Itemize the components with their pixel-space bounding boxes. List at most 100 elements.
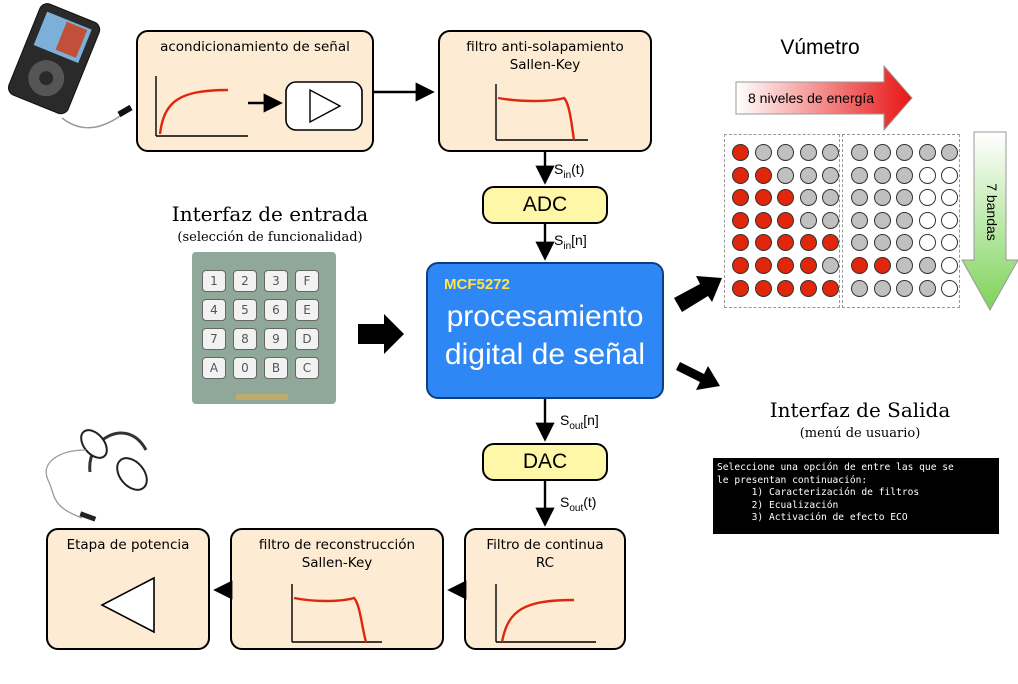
vumeter-led — [851, 166, 868, 184]
vumeter-led — [799, 166, 817, 184]
vumeter-led — [941, 211, 959, 229]
vumeter-led — [732, 279, 749, 297]
output-interface-subtitle: (menú de usuario) — [799, 426, 921, 441]
vumeter-led — [918, 189, 936, 207]
vumeter-led — [918, 144, 936, 161]
vumeter-led — [754, 189, 772, 207]
vumeter-grid — [724, 134, 960, 308]
keypad-key-F[interactable]: F — [295, 270, 319, 292]
reconstruction-response-graph — [291, 584, 382, 643]
vumeter-led — [732, 257, 749, 274]
vumeter-led — [754, 144, 772, 161]
filtro-rec-label-2: Sallen-Key — [301, 555, 373, 571]
signal-sin-n: Sin[n] — [554, 232, 587, 252]
keypad-key-7[interactable]: 7 — [202, 328, 226, 350]
keypad-key-B[interactable]: B — [264, 357, 288, 379]
user-menu-terminal: Seleccione una opción de entre las que s… — [713, 458, 999, 534]
acondicionamiento-block: acondicionamiento de señal — [136, 30, 374, 152]
vumeter-led — [941, 189, 959, 207]
signal-sin-t: Sin(t) — [554, 161, 585, 181]
vumeter-led — [822, 144, 840, 161]
signal-sout-n: Sout[n] — [560, 412, 599, 432]
vumeter-led — [799, 234, 817, 252]
vumeter-led — [732, 189, 749, 207]
ipod-icon — [7, 3, 133, 129]
vumeter-led — [754, 211, 772, 229]
filtro-reconstruccion-block: filtro de reconstrucción Sallen-Key — [230, 528, 444, 650]
vumeter-led — [777, 189, 795, 207]
vumeter-led — [873, 234, 891, 252]
vumeter-led — [918, 166, 936, 184]
keypad-key-8[interactable]: 8 — [233, 328, 257, 350]
vumeter-led — [777, 211, 795, 229]
chip-name: MCF5272 — [444, 276, 510, 293]
vumeter-led — [777, 234, 795, 252]
keypad-key-C[interactable]: C — [295, 357, 319, 379]
vumeter-led — [851, 189, 868, 207]
vumeter-led — [754, 257, 772, 274]
vumeter-led — [873, 144, 891, 161]
lowpass-response-graph — [495, 84, 588, 141]
keypad-key-A[interactable]: A — [202, 357, 226, 379]
vumeter-led — [822, 166, 840, 184]
filtro-cont-label-2: RC — [535, 555, 555, 571]
keypad-key-9[interactable]: 9 — [264, 328, 288, 350]
step-response-graph — [155, 76, 248, 137]
highpass-response-graph — [495, 584, 596, 643]
vumeter-led — [777, 257, 795, 274]
keypad-key-6[interactable]: 6 — [264, 299, 288, 321]
vumeter-led — [918, 211, 936, 229]
keypad-key-D[interactable]: D — [295, 328, 319, 350]
vumeter-led — [851, 144, 868, 161]
vumeter-led — [941, 257, 959, 274]
filtro-aa-label-2: Sallen-Key — [509, 57, 581, 73]
keypad-key-5[interactable]: 5 — [233, 299, 257, 321]
dsp-block: MCF5272 procesamiento digital de señal — [426, 262, 664, 399]
dsp-label-2: digital de señal — [444, 338, 646, 371]
energy-levels-label: 8 niveles de energía — [748, 90, 875, 106]
keypad-key-E[interactable]: E — [295, 299, 319, 321]
filtro-antisolapamiento-block: filtro anti-solapamiento Sallen-Key — [438, 30, 652, 152]
vumeter-led — [851, 279, 868, 297]
vumeter-led — [777, 166, 795, 184]
vumeter-led — [918, 234, 936, 252]
keypad-key-0[interactable]: 0 — [233, 357, 257, 379]
amplifier-triangle-icon — [100, 576, 155, 634]
etapa-potencia-block: Etapa de potencia — [46, 528, 210, 650]
vumeter-led — [732, 166, 749, 184]
vumeter-led — [851, 211, 868, 229]
filtro-aa-label-1: filtro anti-solapamiento — [466, 39, 624, 55]
vumeter-led — [799, 279, 817, 297]
vumeter-led — [941, 234, 959, 252]
filtro-continua-block: Filtro de continua RC — [464, 528, 626, 650]
input-interface-title: Interfaz de entrada — [171, 202, 369, 226]
bands-arrow — [961, 131, 1018, 312]
vumeter-led — [873, 257, 891, 274]
vumeter-led — [799, 257, 817, 274]
vumeter-led — [873, 279, 891, 297]
filtro-rec-label-1: filtro de reconstrucción — [258, 537, 416, 553]
vumeter-led — [918, 279, 936, 297]
vumeter-led — [941, 279, 959, 297]
vumeter-led — [873, 166, 891, 184]
keypad-key-4[interactable]: 4 — [202, 299, 226, 321]
vumeter-title: Vúmetro — [780, 36, 860, 59]
vumeter-led — [822, 279, 840, 297]
vumeter-led — [851, 257, 868, 274]
vumeter-led — [777, 279, 795, 297]
etapa-label: Etapa de potencia — [66, 537, 190, 553]
vumeter-led — [896, 189, 914, 207]
vumeter-led — [777, 144, 795, 161]
input-interface-subtitle: (selección de funcionalidad) — [177, 230, 363, 245]
vumeter-led — [896, 279, 914, 297]
dac-block: DAC — [482, 443, 608, 481]
bands-label: 7 bandas — [984, 183, 1000, 241]
vumeter-led — [822, 211, 840, 229]
vumeter-led — [732, 144, 749, 161]
keypad-key-1[interactable]: 1 — [202, 270, 226, 292]
vumeter-led — [873, 189, 891, 207]
keypad-key-2[interactable]: 2 — [233, 270, 257, 292]
vumeter-led — [896, 166, 914, 184]
keypad-key-3[interactable]: 3 — [264, 270, 288, 292]
